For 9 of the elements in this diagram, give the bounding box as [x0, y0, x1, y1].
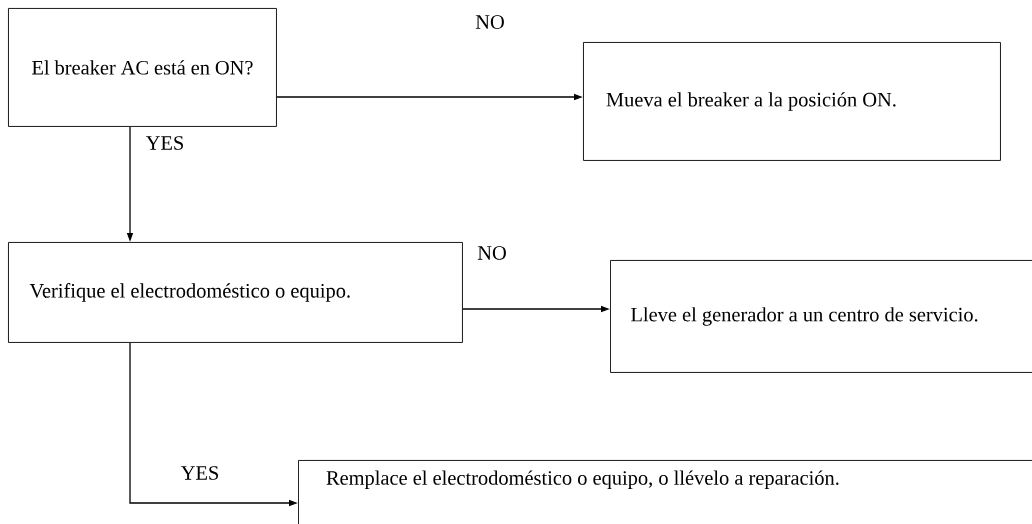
process-box: Lleve el generador a un centro de servicio. — [610, 260, 1032, 373]
process-box: Remplace el electrodoméstico o equipo, o llévelo a reparación. — [298, 460, 1032, 524]
process-box: Verifique el electrodoméstico o equipo. — [8, 242, 463, 343]
process-box: Mueva el breaker a la posición ON. — [583, 42, 1001, 161]
edge-label: YES — [144, 135, 186, 151]
edge-label: NO — [476, 245, 508, 261]
edge-label: NO — [474, 14, 506, 30]
edge-label: YES — [179, 465, 221, 481]
process-box: El breaker AC está en ON? — [8, 8, 277, 127]
